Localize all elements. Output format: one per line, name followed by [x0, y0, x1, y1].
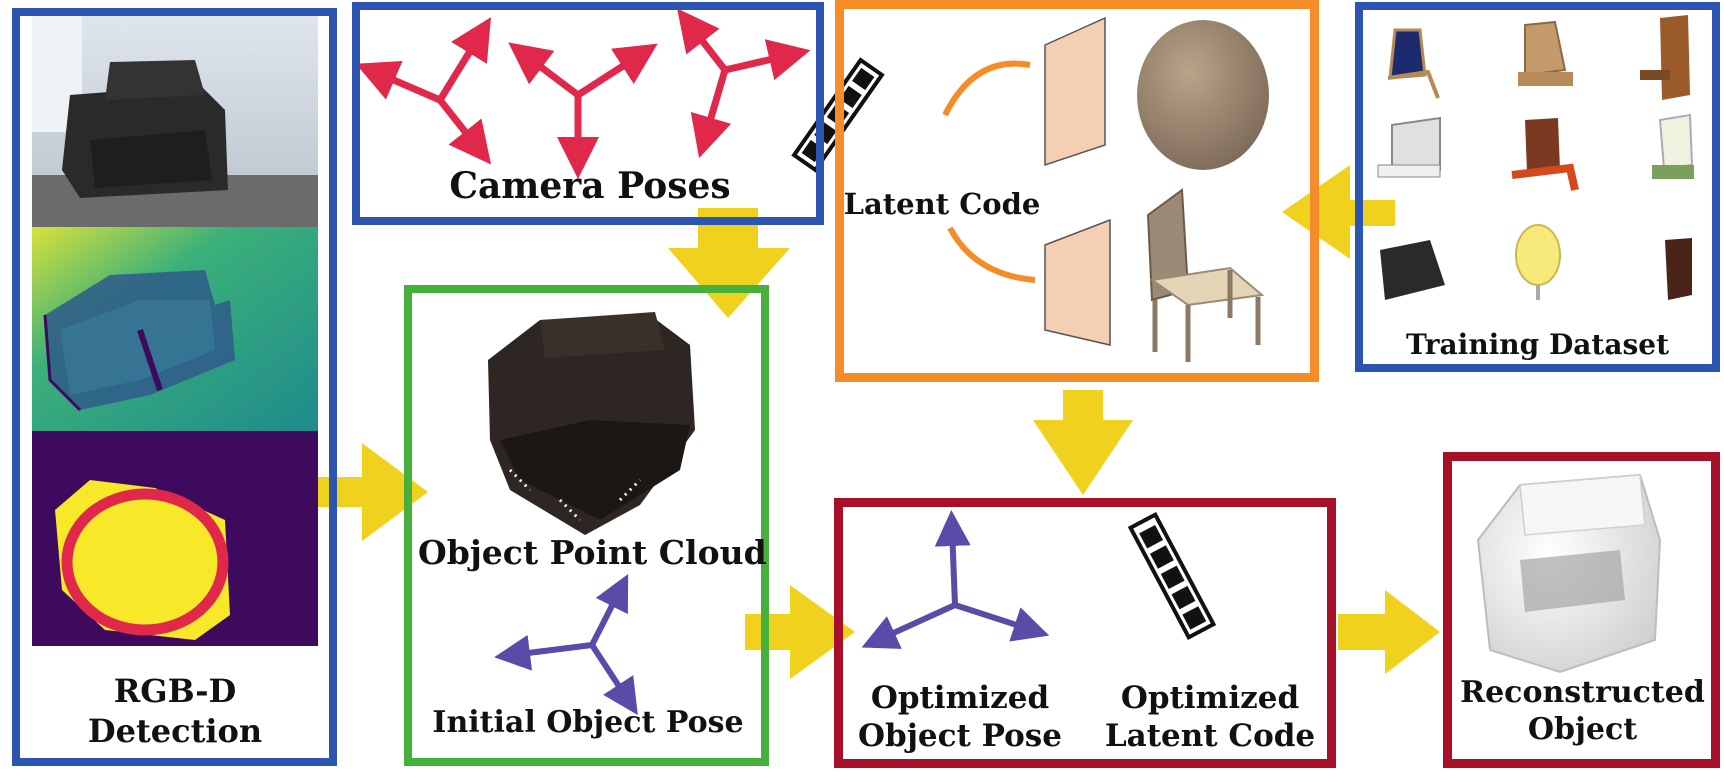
rgbd-detection-box [12, 8, 337, 766]
optimized-latent-label-line2: Latent Code [1104, 718, 1316, 754]
rgbd-label-line1: RGB-D [113, 672, 237, 710]
point-cloud-box [404, 285, 769, 766]
decoder-plane-bottom [1044, 218, 1111, 346]
point-cloud-image [488, 312, 695, 535]
training-dataset-thumbnails [1377, 15, 1694, 300]
reconstructed-label-line2: Object [1527, 712, 1638, 747]
training-dataset-label: Training Dataset [1405, 328, 1670, 361]
chair-shape [1146, 188, 1265, 362]
flow-arrow-icon [318, 165, 1440, 679]
latent-decoder-box [835, 0, 1319, 382]
sphere-shape [1137, 20, 1269, 170]
decoder-arc-bottom [947, 226, 1036, 283]
rgbd-label-line2: Detection [87, 712, 263, 750]
camera-pose-icon [355, 17, 492, 165]
camera-pose-icon [508, 42, 658, 179]
initial-object-pose-label: Initial Object Pose [432, 705, 744, 740]
object-pose-icon [861, 510, 1050, 649]
latent-code-icon [1127, 511, 1217, 641]
optimization-box [834, 498, 1336, 768]
reconstructed-object-image [1476, 473, 1662, 674]
reconstructed-label-line1: Reconstructed [1460, 675, 1705, 710]
training-dataset-box [1355, 2, 1720, 372]
decoder-plane-top [1044, 16, 1106, 167]
depth-image [32, 227, 318, 431]
decoder-arc-top [942, 60, 1031, 117]
camera-pose-icon [677, 8, 811, 159]
optimized-pose-label-line2: Object Pose [858, 718, 1062, 754]
object-pose-icon [494, 573, 638, 716]
optimized-pose-label-line1: Optimized [870, 680, 1050, 716]
reconstructed-object-box [1443, 452, 1720, 768]
camera-poses-label: Camera Poses [449, 165, 731, 207]
segmentation-mask [32, 431, 318, 646]
camera-poses-box [352, 2, 824, 225]
point-cloud-label: Object Point Cloud [418, 533, 767, 572]
latent-code-label: Latent Code [843, 187, 1041, 221]
optimized-latent-label-line1: Optimized [1120, 680, 1300, 716]
rgb-image [32, 12, 318, 227]
